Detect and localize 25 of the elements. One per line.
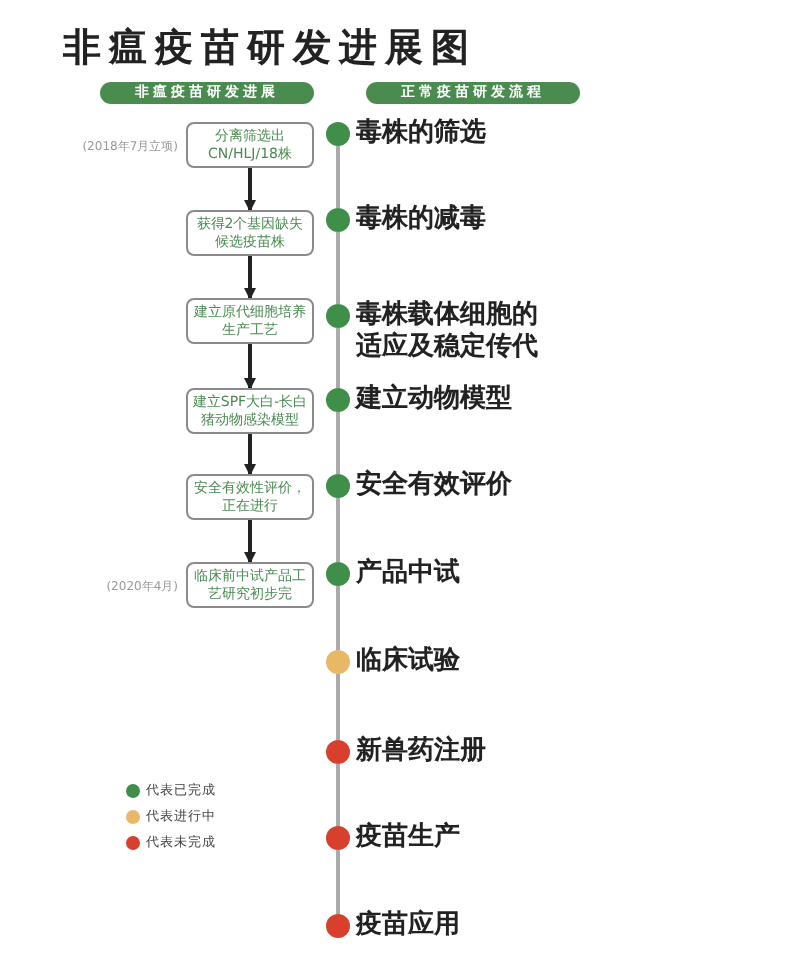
timeline-line [336,586,340,650]
arrow [244,344,256,390]
step-label: 疫苗应用 [356,910,460,942]
timeline-line [336,674,340,740]
arrow [244,520,256,564]
step-label: 临床试验 [356,646,460,678]
step-label: 疫苗生产 [356,822,460,854]
step-label: 产品中试 [356,558,460,590]
step-label: 建立动物模型 [356,384,512,416]
arrow [244,168,256,212]
arrow [244,256,256,300]
step-label: 毒株载体细胞的适应及稳定传代 [356,300,540,364]
timeline-line [336,232,340,304]
timeline-line [336,146,340,208]
timeline-line [336,498,340,562]
timeline-line [336,764,340,826]
step-label: 安全有效评价 [356,470,512,502]
arrow [244,434,256,476]
timeline-line [336,850,340,914]
timeline-line [336,412,340,474]
diagram-title: 非瘟疫苗研发进展图 [61,24,479,72]
step-label: 新兽药注册 [356,736,486,768]
step-label: 毒株的筛选 [356,118,486,150]
step-label: 毒株的减毒 [356,204,486,236]
timeline-line [336,328,340,388]
